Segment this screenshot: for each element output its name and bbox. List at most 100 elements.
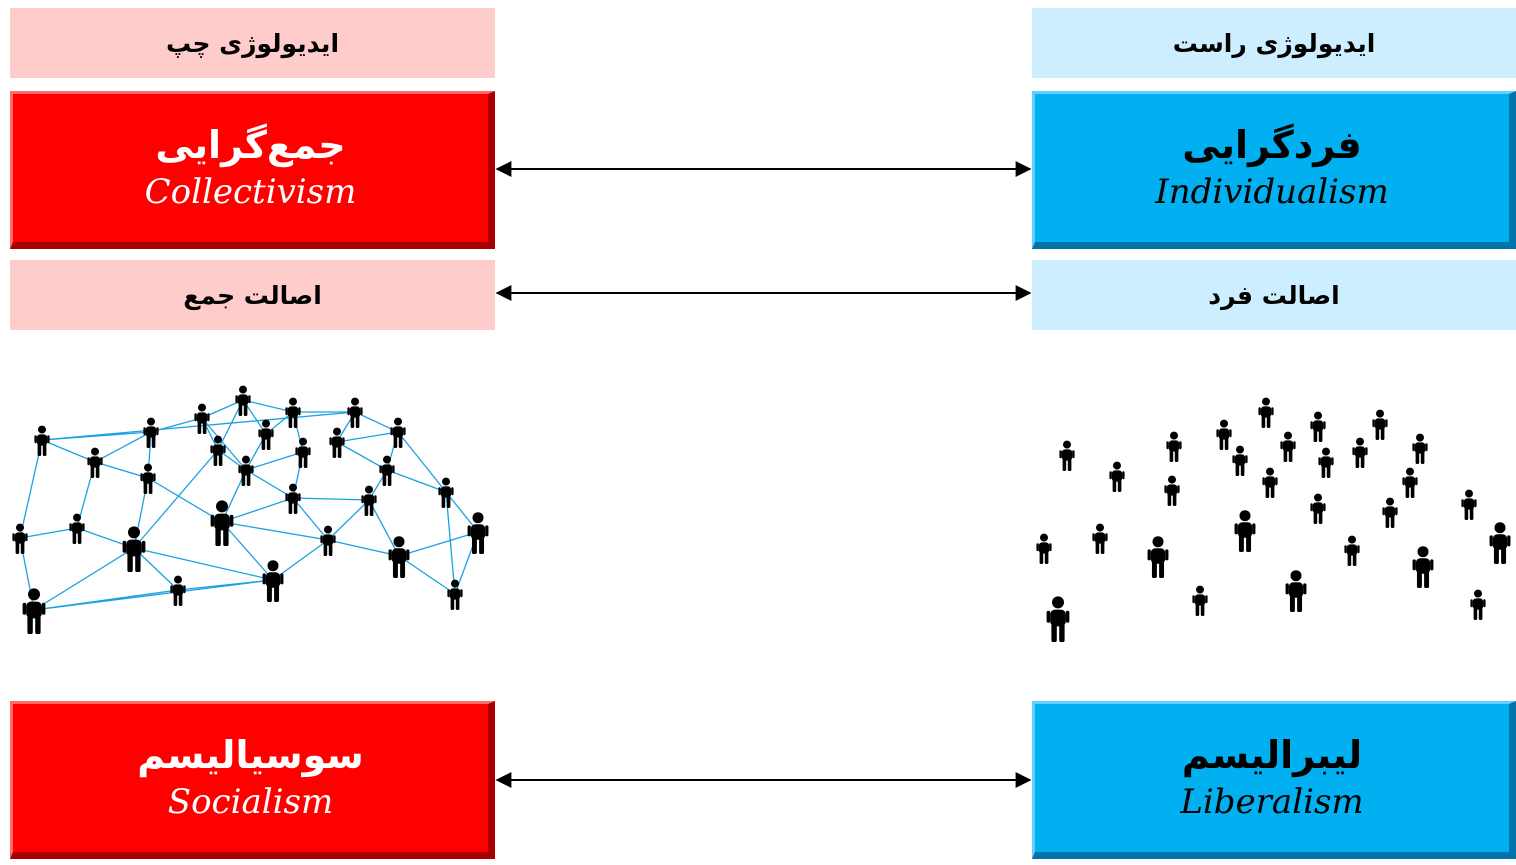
right-principle-bar: اصالت فرد	[1032, 260, 1516, 330]
person-icon	[22, 588, 46, 634]
liberalism-fa: لیبرالیسم	[1181, 732, 1363, 777]
person-icon	[347, 397, 363, 428]
network-link	[245, 451, 304, 471]
person-icon	[1164, 475, 1180, 506]
network-link	[327, 499, 370, 541]
left-principle-text: اصالت جمع	[183, 280, 322, 310]
right-ideology-header-text: ایدیولوژی راست	[1172, 28, 1376, 58]
person-icon	[1285, 570, 1307, 612]
person-icon	[1470, 589, 1486, 620]
network-link	[147, 477, 223, 523]
person-icon	[447, 579, 463, 610]
individualism-box: فردگرایی Individualism	[1032, 91, 1516, 249]
person-icon	[379, 455, 395, 486]
person-icon	[69, 513, 85, 544]
network-link	[398, 531, 479, 557]
person-icon	[467, 512, 489, 554]
person-icon	[390, 417, 406, 448]
person-icon	[1382, 497, 1398, 528]
network-link	[445, 491, 456, 595]
socialism-en: Socialism	[167, 782, 334, 823]
person-icon	[320, 525, 336, 556]
person-icon	[1232, 445, 1248, 476]
network-link	[221, 497, 294, 523]
network-link	[242, 399, 294, 413]
person-icon	[438, 477, 454, 508]
network-link	[245, 469, 294, 499]
person-icon	[1166, 431, 1182, 462]
person-icon	[1192, 585, 1208, 616]
person-icon	[1262, 467, 1278, 498]
network-link	[201, 417, 247, 471]
socialism-fa: سوسیالیسم	[137, 732, 364, 777]
right-ideology-header: ایدیولوژی راست	[1032, 8, 1516, 78]
liberalism-box: لیبرالیسم Liberalism	[1032, 701, 1516, 859]
network-link	[336, 441, 388, 471]
network-link	[133, 449, 219, 549]
collectivism-box: جمع‌گرایی Collectivism	[10, 91, 495, 249]
network-link	[368, 499, 400, 557]
person-icon	[1216, 419, 1232, 450]
left-principle-bar: اصالت جمع	[10, 260, 495, 330]
network-link	[19, 439, 43, 539]
liberalism-en: Liberalism	[1180, 782, 1364, 823]
person-icon	[1046, 596, 1070, 642]
person-icon	[1412, 546, 1434, 588]
collectivism-en: Collectivism	[144, 172, 357, 213]
person-icon	[1147, 536, 1169, 578]
person-icon	[1109, 461, 1125, 492]
network-link	[398, 555, 456, 595]
person-icon	[1461, 489, 1477, 520]
person-icon	[1234, 510, 1256, 552]
person-icon	[1036, 533, 1052, 564]
person-icon	[87, 447, 103, 478]
person-icon	[1310, 493, 1326, 524]
network-link	[327, 539, 400, 557]
individualism-en: Individualism	[1155, 172, 1389, 213]
right-principle-text: اصالت فرد	[1208, 280, 1340, 310]
network-link	[386, 469, 447, 493]
left-ideology-header-text: ایدیولوژی چپ	[166, 28, 340, 58]
person-icon	[1412, 433, 1428, 464]
network-link	[397, 431, 447, 493]
network-link	[336, 431, 399, 443]
person-icon	[143, 417, 159, 448]
network-link	[272, 539, 329, 581]
person-icon	[295, 437, 311, 468]
network-link	[33, 579, 274, 611]
network-link	[94, 431, 152, 463]
collectivism-fa: جمع‌گرایی	[155, 122, 346, 167]
person-icon	[1318, 447, 1334, 478]
network-link	[94, 461, 149, 479]
person-icon	[210, 500, 234, 546]
network-links	[19, 399, 479, 611]
person-icon	[285, 483, 301, 514]
person-icon	[285, 397, 301, 428]
network-link	[221, 521, 274, 581]
network-link	[33, 547, 135, 611]
left-ideology-header: ایدیولوژی چپ	[10, 8, 495, 78]
person-icon	[1344, 535, 1360, 566]
network-link	[133, 547, 274, 581]
networked-people-icons	[12, 385, 489, 634]
person-icon	[1280, 431, 1296, 462]
network-link	[133, 547, 179, 591]
person-icon	[1372, 409, 1388, 440]
person-icon	[1092, 523, 1108, 554]
person-icon	[1489, 522, 1511, 564]
person-icon	[140, 463, 156, 494]
network-link	[19, 527, 78, 539]
socialism-box: سوسیالیسم Socialism	[10, 701, 495, 859]
person-icon	[122, 526, 146, 572]
person-icon	[262, 560, 284, 602]
scattered-people-icons	[1036, 397, 1511, 642]
network-link	[221, 521, 329, 541]
person-icon	[12, 523, 28, 554]
individualism-fa: فردگرایی	[1182, 122, 1362, 167]
person-icon	[1310, 411, 1326, 442]
person-icon	[34, 425, 50, 456]
network-link	[292, 497, 329, 541]
person-icon	[258, 419, 274, 450]
person-icon	[1258, 397, 1274, 428]
